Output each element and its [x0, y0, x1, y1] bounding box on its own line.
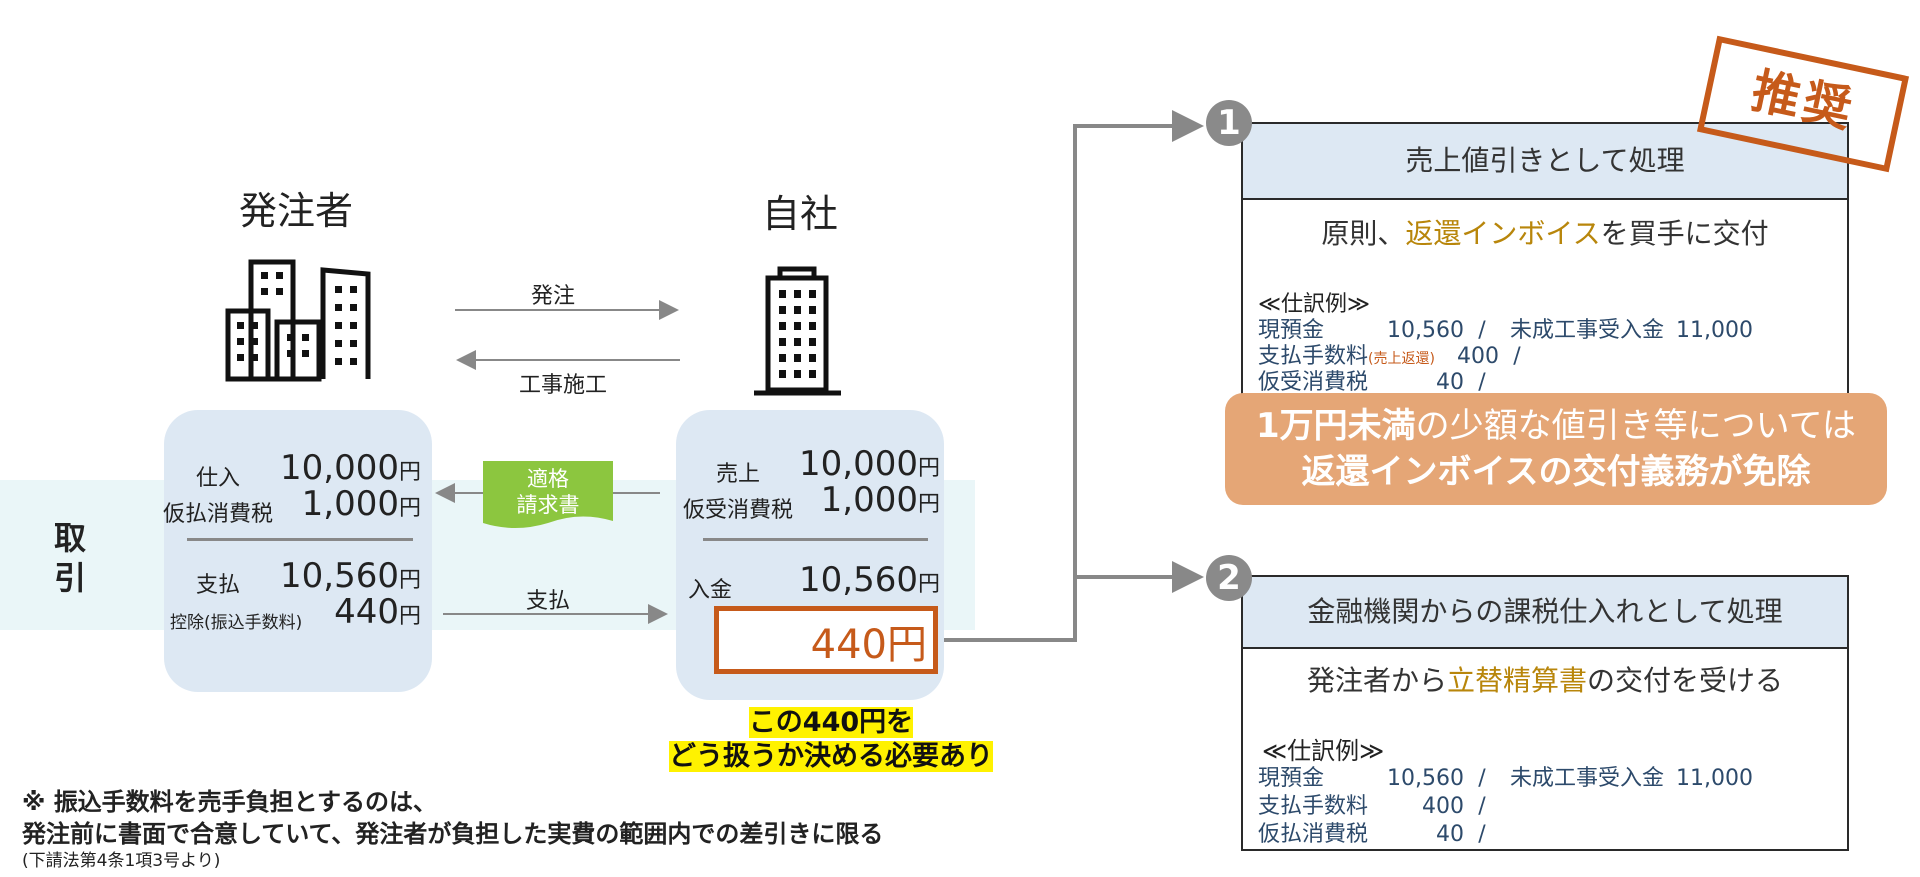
- option1-subtitle: 原則、返還インボイスを買手に交付: [1321, 217, 1769, 250]
- callout-line1: この440円を: [748, 707, 914, 738]
- note-line2: 発注前に書面で合意していて、発注者が負担した実費の範囲内での差引きに限る: [22, 820, 884, 848]
- office-building-icon: [754, 266, 841, 396]
- work-label: 工事施工: [518, 373, 607, 398]
- option1-example-label: ≪仕訳例≫: [1258, 292, 1371, 317]
- option1-entry-2: 支払手数料(売上返還)400/: [1258, 344, 1521, 369]
- fee-440-highlight: 440円: [714, 606, 938, 674]
- orderer-deduction-value: 440円: [334, 592, 421, 632]
- buildings-icon: [225, 259, 371, 382]
- callout: この440円を どう扱うか決める必要あり: [648, 706, 1014, 774]
- orderer-tax-value: 1,000円: [301, 484, 421, 524]
- orderer-row-deduction: 控除(振込手数料): [170, 613, 303, 633]
- orderer-row-payment: 支払: [196, 573, 241, 598]
- option2-title: 金融機関からの課税仕入れとして処理: [1243, 577, 1847, 649]
- callout-line2: どう扱うか決める必要あり: [669, 741, 993, 772]
- banner-line1: 1万円未満の少額な値引き等については: [1256, 406, 1856, 446]
- exemption-banner: 1万円未満の少額な値引き等については 返還インボイスの交付義務が免除: [1225, 393, 1887, 505]
- orderer-payment-value: 10,560円: [280, 556, 421, 596]
- orderer-purchase-value: 10,000円: [280, 448, 421, 488]
- note-line3: (下請法第4条1項3号より): [22, 851, 221, 871]
- invoice-label: 適格 請求書: [516, 467, 580, 517]
- option1-title: 売上値引きとして処理: [1243, 124, 1847, 200]
- banner-line2: 返還インボイスの交付義務が免除: [1301, 452, 1811, 492]
- option2-number-badge: 2: [1206, 555, 1252, 601]
- orderer-row-purchase: 仕入: [196, 466, 241, 491]
- invoice-document-icon: [483, 461, 613, 528]
- note-line1: ※ 振込手数料を売手負担とするのは、: [22, 788, 437, 816]
- orderer-title: 発注者: [238, 189, 353, 233]
- connector-option1: [940, 110, 1204, 642]
- company-tax-value: 1,000円: [820, 480, 940, 520]
- option1-number-badge: 1: [1206, 100, 1252, 146]
- orderer-row-tax: 仮払消費税: [163, 502, 274, 527]
- transaction-band-label: 取引: [53, 519, 86, 597]
- company-receipt-value: 10,560円: [799, 560, 940, 600]
- company-row-receipt: 入金: [688, 578, 733, 603]
- order-label: 発注: [530, 284, 575, 309]
- orderer-panel: [164, 410, 432, 692]
- company-sales-value: 10,000円: [799, 444, 940, 484]
- option2-box: 金融機関からの課税仕入れとして処理 発注者から立替精算書の交付を受ける: [1241, 575, 1849, 851]
- company-divider: [703, 538, 928, 541]
- payment-label: 支払: [525, 589, 570, 614]
- company-title: 自社: [761, 192, 838, 236]
- orderer-divider: [187, 538, 413, 541]
- company-row-tax: 仮受消費税: [683, 498, 794, 523]
- option1-box: 売上値引きとして処理 原則、返還インボイスを買手に交付: [1241, 122, 1849, 400]
- company-row-sales: 売上: [716, 462, 761, 487]
- option2-subtitle: 発注者から立替精算書の交付を受ける: [1306, 664, 1784, 697]
- option2-example-label: ≪仕訳例≫: [1262, 737, 1385, 765]
